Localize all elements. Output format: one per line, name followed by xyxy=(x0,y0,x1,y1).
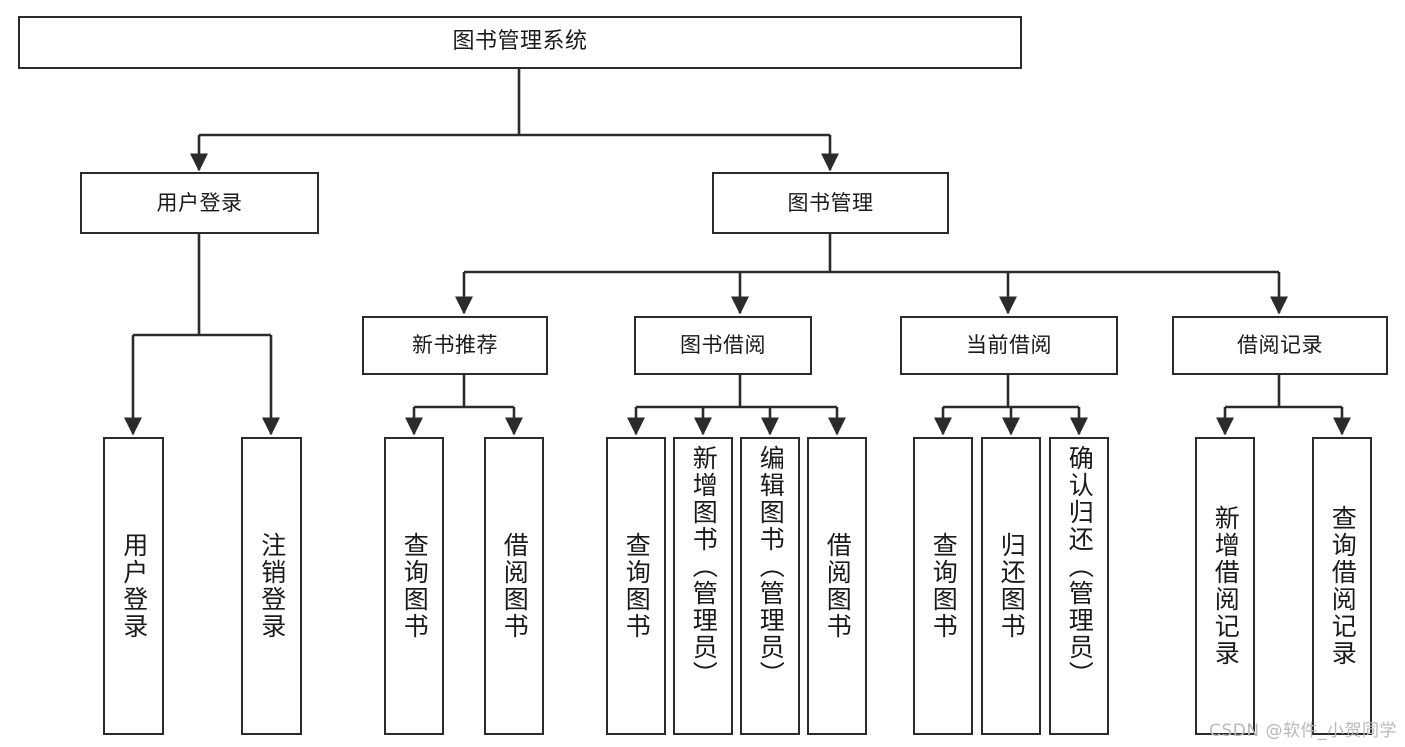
node-leaf-confirm-return[interactable]: 确认归还（管理员） xyxy=(1049,437,1109,735)
node-leaf-query-book-1-label: 查询图书 xyxy=(400,532,430,640)
watermark: CSDN @软件_小贺同学 xyxy=(1209,721,1397,741)
node-leaf-query-book-3[interactable]: 查询图书 xyxy=(913,437,973,735)
node-leaf-borrow-book-1-label: 借阅图书 xyxy=(500,532,530,640)
node-user-login-label: 用户登录 xyxy=(156,190,243,215)
node-book-borrow-label: 图书借阅 xyxy=(680,333,766,358)
node-borrow-record-label: 借阅记录 xyxy=(1237,333,1323,358)
node-leaf-borrow-book-2-label: 借阅图书 xyxy=(823,532,853,640)
node-leaf-query-record[interactable]: 查询借阅记录 xyxy=(1312,437,1372,735)
node-leaf-user-logout-label: 注销登录 xyxy=(257,532,287,640)
node-leaf-query-book-1[interactable]: 查询图书 xyxy=(384,437,444,735)
node-borrow-record[interactable]: 借阅记录 xyxy=(1172,316,1388,375)
node-book-manage[interactable]: 图书管理 xyxy=(712,172,949,234)
node-new-book-rec[interactable]: 新书推荐 xyxy=(362,316,548,375)
node-current-borrow-label: 当前借阅 xyxy=(966,333,1052,358)
node-leaf-return-book-label: 归还图书 xyxy=(997,532,1027,640)
node-leaf-confirm-return-label: 确认归还（管理员） xyxy=(1065,445,1095,688)
node-leaf-query-book-2-label: 查询图书 xyxy=(622,532,652,640)
node-leaf-add-record-label: 新增借阅记录 xyxy=(1211,505,1241,667)
node-book-manage-label: 图书管理 xyxy=(787,190,874,215)
node-leaf-user-login-label: 用户登录 xyxy=(119,532,149,640)
node-leaf-edit-book[interactable]: 编辑图书（管理员） xyxy=(740,437,800,735)
node-new-book-rec-label: 新书推荐 xyxy=(412,333,498,358)
node-leaf-user-login[interactable]: 用户登录 xyxy=(103,437,164,735)
node-book-borrow[interactable]: 图书借阅 xyxy=(634,316,812,375)
node-current-borrow[interactable]: 当前借阅 xyxy=(900,316,1118,375)
node-leaf-query-book-2[interactable]: 查询图书 xyxy=(606,437,666,735)
node-user-login[interactable]: 用户登录 xyxy=(80,172,319,234)
node-leaf-edit-book-label: 编辑图书（管理员） xyxy=(756,445,786,688)
node-leaf-add-book[interactable]: 新增图书（管理员） xyxy=(673,437,733,735)
node-root[interactable]: 图书管理系统 xyxy=(18,16,1022,69)
node-leaf-return-book[interactable]: 归还图书 xyxy=(981,437,1041,735)
node-leaf-query-record-label: 查询借阅记录 xyxy=(1328,505,1358,667)
node-leaf-borrow-book-2[interactable]: 借阅图书 xyxy=(807,437,867,735)
node-leaf-add-book-label: 新增图书（管理员） xyxy=(689,445,719,688)
node-leaf-borrow-book-1[interactable]: 借阅图书 xyxy=(484,437,544,735)
node-leaf-user-logout[interactable]: 注销登录 xyxy=(241,437,302,735)
node-leaf-query-book-3-label: 查询图书 xyxy=(929,532,959,640)
node-root-label: 图书管理系统 xyxy=(452,29,588,55)
node-leaf-add-record[interactable]: 新增借阅记录 xyxy=(1195,437,1255,735)
